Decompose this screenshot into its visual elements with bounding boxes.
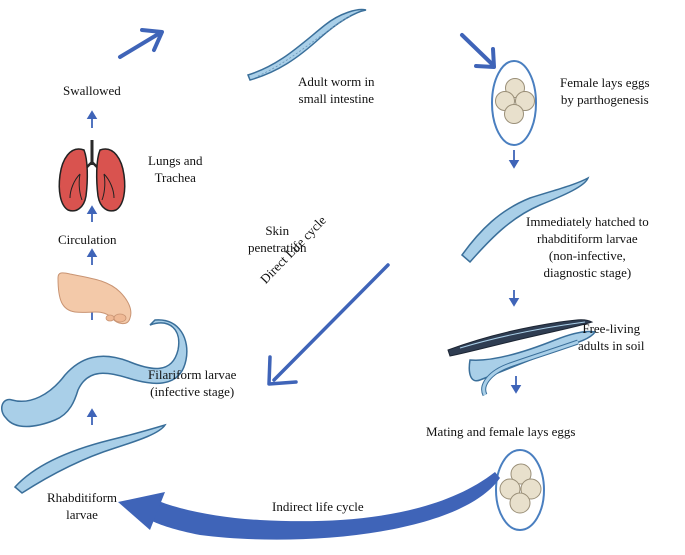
filariform-worm-icon	[1, 319, 188, 428]
foot-icon	[57, 272, 132, 325]
label-adult-worm: Adult worm in small intestine	[298, 74, 375, 106]
rhabditiform-worm-icon	[460, 176, 590, 264]
arrow-to-eggs	[460, 33, 496, 69]
label-lungs-trachea: Lungs and Trachea	[148, 153, 203, 185]
free-living-worms-icon	[447, 319, 597, 397]
label-skin-penetration: Skin penetration	[248, 223, 307, 255]
lungs-icon	[58, 140, 126, 212]
egg-bottom-icon	[495, 449, 545, 531]
rhabditiform-larvae-icon	[13, 423, 167, 494]
label-female-lays-eggs: Female lays eggs by parthogenesis	[560, 75, 650, 107]
indirect-cycle-arrow	[118, 472, 500, 540]
label-immediately-hatched: Immediately hatched to rhabditiform larv…	[526, 214, 649, 280]
arrow-to-intestine	[118, 28, 164, 59]
label-free-living: Free-living adults in soil	[578, 321, 645, 353]
egg-icon	[491, 60, 537, 146]
label-indirect-life-cycle: Indirect life cycle	[272, 499, 364, 514]
direct-cycle-arrow	[267, 263, 390, 386]
label-circulation: Circulation	[58, 232, 117, 247]
adult-worm-icon	[247, 8, 367, 81]
label-filariform: Filariform larvae (infective stage)	[148, 367, 237, 399]
label-rhabditiform: Rhabditiform larvae	[47, 490, 118, 522]
label-swallowed: Swallowed	[63, 83, 121, 98]
label-mating: Mating and female lays eggs	[426, 424, 576, 439]
